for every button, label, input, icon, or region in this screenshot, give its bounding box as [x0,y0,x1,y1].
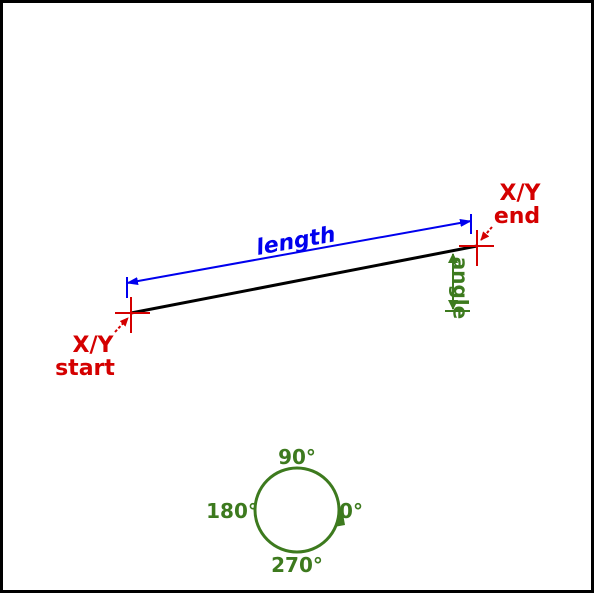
compass-label-90: 90° [278,445,316,469]
end-pointer-arrow [480,226,493,241]
compass-direction-arrow [334,508,345,527]
start-xy-label: X/Y [73,333,115,358]
compass-label-270: 270° [271,553,323,577]
angle-dimension [445,253,470,312]
start-point-marker [115,297,150,333]
angle-compass-circle [253,466,341,554]
compass-label-180: 180° [206,499,258,523]
end-word-label: end [494,204,540,229]
start-word-label: start [55,356,115,381]
end-xy-label: X/Y [500,181,542,206]
compass-label-0: 0° [339,499,363,523]
start-pointer-arrow [114,317,129,333]
length-dimension [126,214,472,298]
angle-label: angle [449,257,473,319]
